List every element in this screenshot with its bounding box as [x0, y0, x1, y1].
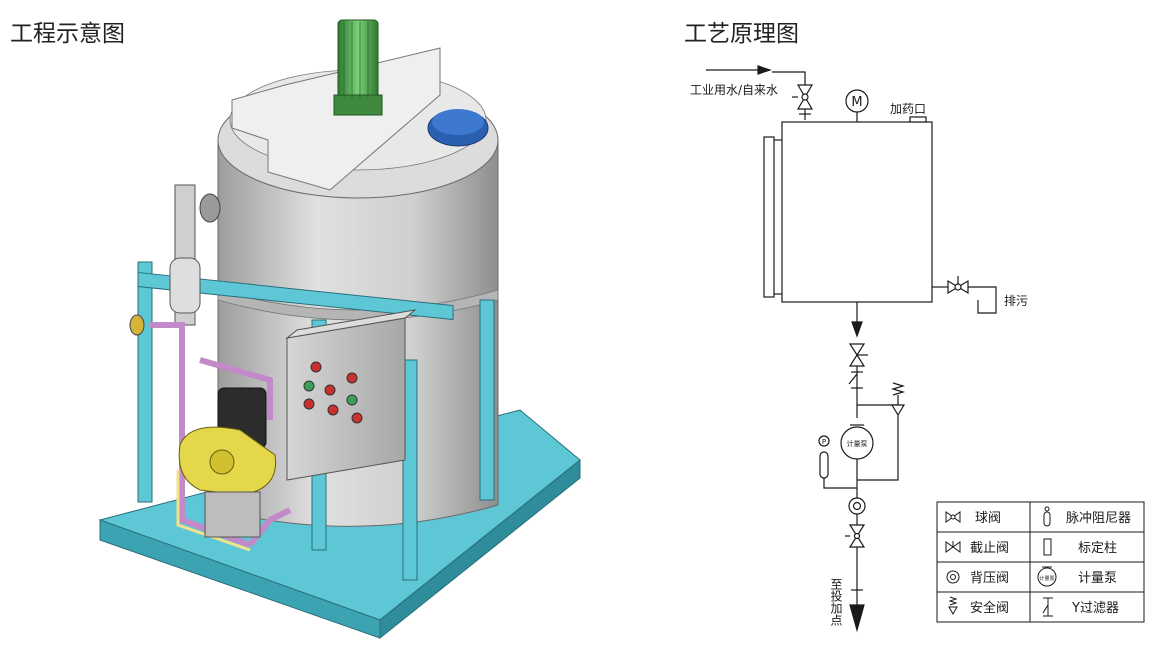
side-valve-handle: [129, 314, 145, 336]
legend-table: 计量泵 球阀 脉冲阻尼器 截止阀 标定柱 背压阀 计量泵 安全阀 Y过滤器: [936, 501, 1145, 623]
calibration-column-icon: [1043, 538, 1052, 556]
mixer-motor-flange: [333, 94, 383, 116]
stop-valve-icon: [945, 541, 961, 553]
pulse-damper: [169, 257, 201, 314]
pump-head-disc: [209, 449, 235, 475]
outlet-stop-valve-icon: [848, 343, 868, 367]
y-filter-icon: [1042, 597, 1053, 617]
water-inlet-label: 工业用水/自来水: [690, 83, 778, 97]
level-gauge: [763, 136, 775, 298]
pressure-gauge-symbol: [818, 435, 830, 447]
control-box-buttons: [303, 361, 363, 424]
process-diagram-title: 工艺原理图: [684, 21, 799, 47]
lid-cap-top: [432, 109, 484, 135]
metering-pump-label: 计量泵: [847, 439, 868, 448]
legend-label-calibration-column: 标定柱: [1078, 541, 1117, 556]
drain-ball-valve-icon: [947, 276, 969, 295]
inlet-arrow-head: [757, 65, 772, 75]
outlet-down-arrow: [849, 604, 865, 633]
safety-valve-icon: [948, 596, 958, 616]
pump-pedestal: [204, 491, 261, 538]
pipework-highlight: [176, 470, 251, 552]
tank-outline: [781, 121, 933, 303]
bypass-return: [857, 415, 899, 481]
inlet-pipe: [772, 71, 806, 85]
dosing-port: [909, 116, 927, 123]
inlet-ball-valve-icon: [792, 84, 814, 110]
metering-pump-icon: [1037, 566, 1057, 587]
control-box-top: [285, 309, 417, 339]
equipment-illustration: [98, 19, 581, 640]
drain-pipe-b: [968, 286, 997, 314]
outlet-label: 至投加点: [829, 578, 843, 626]
lower-ball-valve-icon: [845, 524, 866, 548]
ball-valve-icon: [945, 511, 961, 523]
safety-valve-icon: [890, 382, 906, 417]
lid-beam: [231, 47, 441, 191]
legend-pump-icon-text: 计量泵: [1039, 575, 1054, 582]
legend-label-safety-valve: 安全阀: [970, 600, 1009, 616]
legend-label-pulse-damper: 脉冲阻尼器: [1066, 511, 1131, 526]
back-pressure-valve-icon: [946, 570, 960, 584]
legend-label-ball-valve: 球阀: [975, 511, 1001, 526]
pulse-damper-icon: [1043, 506, 1051, 527]
bypass-top: [857, 395, 899, 406]
legend-label-metering-pump: 计量泵: [1078, 571, 1117, 586]
motor-label: M: [851, 95, 862, 110]
pressure-gauge-label: P: [822, 438, 826, 446]
control-box: [286, 317, 406, 481]
schematic-title: 工程示意图: [10, 21, 125, 47]
legend-label-back-pressure-valve: 背压阀: [970, 571, 1009, 586]
process-diagram: [706, 65, 997, 633]
motor-fins: [343, 22, 369, 98]
outlet-flow-arrow: [851, 321, 863, 338]
legend-label-y-filter: Y过滤器: [1071, 601, 1119, 616]
dosing-port-label: 加药口: [890, 102, 926, 116]
base-frame-side-right: [379, 458, 581, 640]
top-valve-handle: [199, 193, 221, 223]
y-filter-icon: [848, 366, 863, 389]
damper-link: [823, 478, 857, 489]
back-pressure-valve-inner: [852, 501, 862, 511]
pulse-damper-symbol: [819, 451, 829, 479]
drain-label: 排污: [1004, 294, 1028, 308]
legend-label-stop-valve: 截止阀: [970, 541, 1009, 556]
